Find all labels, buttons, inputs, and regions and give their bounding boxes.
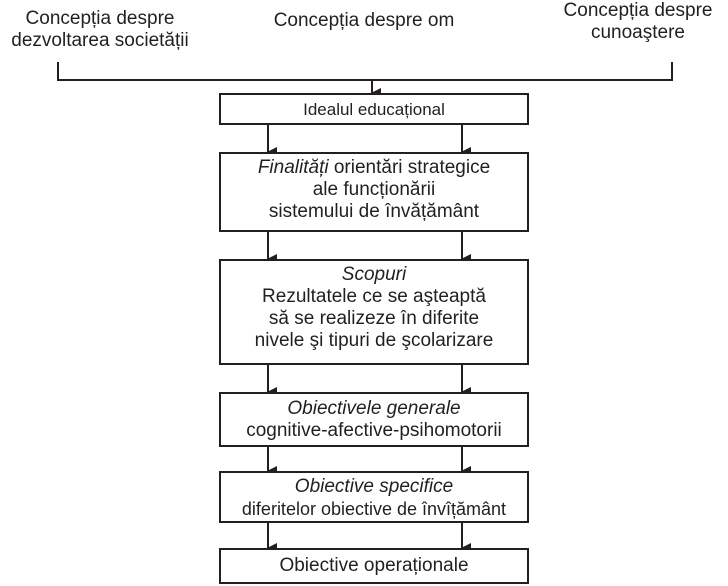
box-obiective-operationale: Obiective operaționale <box>219 548 529 584</box>
top-label-man-line1: Concepția despre om <box>273 10 455 31</box>
finalitati-line1: orientări strategice <box>333 157 491 178</box>
finalitati-line3: sistemului de învățământ <box>268 201 480 222</box>
top-label-knowledge-line1: Concepția despre <box>563 0 713 21</box>
box-finalitati: Finalități orientări strategice ale func… <box>219 152 529 232</box>
scopuri-line1: Rezultatele ce se aşteaptă <box>262 286 486 307</box>
finalitati-line2: ale funcționării <box>312 179 436 200</box>
scopuri-title: Scopuri <box>341 264 407 285</box>
top-label-society: Concepția despre dezvoltarea societății <box>0 8 200 52</box>
obiective-operationale-label: Obiective operaționale <box>279 555 469 576</box>
box-scopuri: Scopuri Rezultatele ce se aşteaptă să se… <box>219 259 529 365</box>
top-bracket-line <box>57 62 673 81</box>
obiective-generale-title: Obiectivele generale <box>287 398 461 419</box>
ideal-label: Idealul educațional <box>303 100 445 119</box>
top-label-knowledge: Concepția despre cunoaştere <box>550 0 726 44</box>
scopuri-line2: să se realizeze în diferite <box>268 308 480 329</box>
scopuri-line3: nivele şi tipuri de şcolarizare <box>254 330 494 351</box>
top-label-society-line1: Concepția despre <box>25 8 175 29</box>
obiective-specifice-title: Obiective specifice <box>294 476 454 497</box>
box-idealul-educational: Idealul educațional <box>219 93 529 125</box>
top-label-man: Concepția despre om <box>262 10 466 32</box>
top-label-society-line2: dezvoltarea societății <box>11 30 189 51</box>
box-obiective-specifice: Obiective specifice diferitelor obiectiv… <box>219 471 529 523</box>
obiective-specifice-line1: diferitelor obiective de învîțământ <box>241 499 507 519</box>
top-label-knowledge-line2: cunoaştere <box>590 22 685 43</box>
obiective-generale-line1: cognitive-afective-psihomotorii <box>246 420 502 441</box>
box-obiective-generale: Obiectivele generale cognitive-afective-… <box>219 392 529 447</box>
finalitati-title: Finalități <box>257 157 329 178</box>
